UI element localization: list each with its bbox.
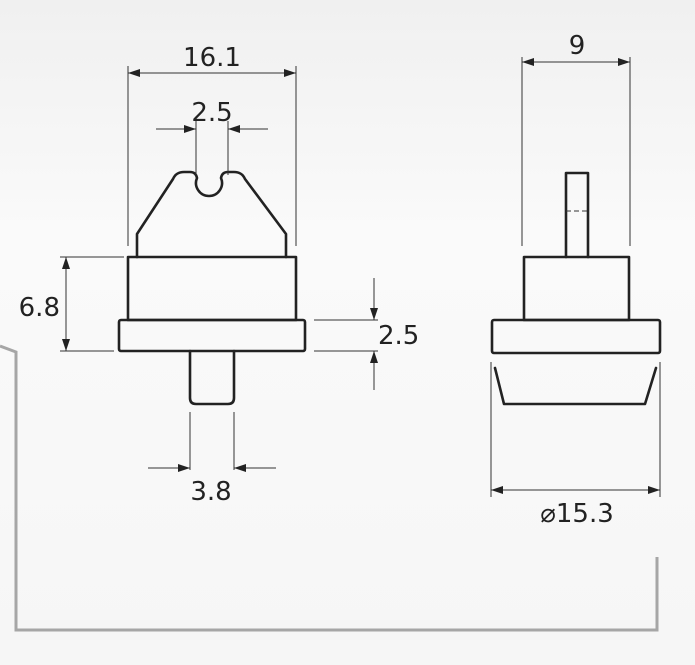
front-view: [117, 170, 307, 406]
dim-6-8: 6.8: [19, 256, 124, 352]
side-flange: [490, 318, 662, 355]
dim-diameter-15-3: ⌀15.3: [490, 362, 661, 529]
dim-slot-2-5: 2.5: [156, 98, 268, 175]
clip-top: [135, 170, 288, 259]
dim-9: 9: [521, 31, 631, 246]
side-body-block: [522, 255, 631, 322]
side-view: [490, 171, 662, 406]
dim-3-8: 3.8: [148, 412, 276, 507]
dim-16-1: 16.1: [127, 43, 297, 246]
dim-9-label: 9: [569, 31, 586, 61]
dim-slot-2-5-label: 2.5: [191, 98, 232, 128]
side-tapered-base: [493, 366, 658, 406]
stem: [564, 171, 590, 259]
dim-3-8-label: 3.8: [190, 477, 231, 507]
dim-diameter-15-3-label: ⌀15.3: [540, 499, 614, 529]
drawing-frame: [0, 344, 659, 632]
flange: [117, 318, 307, 353]
dim-flange-2-5: 2.5: [314, 278, 419, 390]
dim-16-1-label: 16.1: [183, 43, 241, 73]
pin: [188, 349, 236, 406]
body-block: [126, 255, 298, 322]
dim-flange-2-5-label: 2.5: [378, 321, 419, 351]
dim-6-8-label: 6.8: [19, 293, 60, 323]
